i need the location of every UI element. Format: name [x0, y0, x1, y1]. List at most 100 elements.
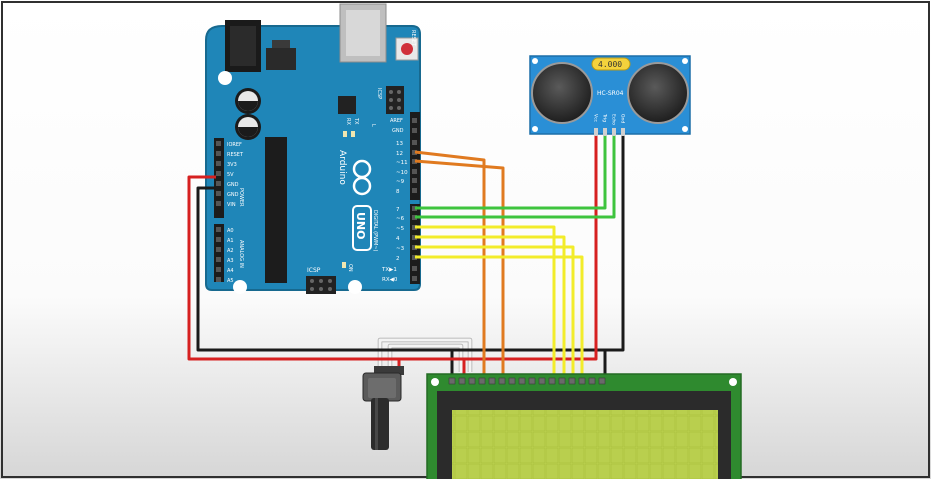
digital-pin-label: 12 [396, 151, 403, 157]
analog-pin-label: A4 [227, 268, 234, 274]
sensor-pin [594, 128, 598, 136]
digital-pin [412, 245, 417, 250]
analog-section-label: ANALOG IN [238, 240, 244, 268]
power-section-label: POWER [238, 188, 244, 207]
sensor-wire-stubs [594, 136, 625, 160]
sensor-pin [612, 128, 616, 136]
digital-pin [412, 140, 417, 145]
digital-pin-label: 13 [396, 141, 403, 147]
analog-pin [216, 257, 221, 262]
lcd-header-pin [498, 377, 506, 385]
transducer-left [531, 62, 593, 124]
digital-pin [412, 169, 417, 174]
digital-pin [412, 128, 417, 133]
analog-pin [216, 277, 221, 282]
reset-label: RESET [410, 30, 416, 47]
lcd-header-pin [478, 377, 486, 385]
digital-pin-label: ~10 [396, 170, 408, 176]
board-outline [205, 25, 421, 291]
tx-label: TX [353, 117, 359, 125]
power-pin-label: 5V [227, 172, 234, 178]
digital-pin [412, 266, 417, 271]
icsp-header-bottom: ICSP [306, 267, 336, 294]
power-pin [216, 201, 221, 206]
analog-pin [216, 267, 221, 272]
lcd-header-pin [528, 377, 536, 385]
icsp-label-top: ICSP [376, 88, 382, 99]
usb-chip [338, 96, 356, 114]
crystal [591, 57, 631, 71]
digital-pin [412, 178, 417, 183]
digital-pin [412, 255, 417, 260]
potentiometer [362, 366, 404, 450]
digital-section-label: DIGITAL (PWM~) [372, 210, 378, 252]
digital-pin-label: ~9 [396, 179, 405, 185]
rx-label: RX [345, 118, 351, 125]
power-pin [216, 191, 221, 196]
power-pin [216, 161, 221, 166]
aref-label: AREF [390, 118, 403, 124]
lcd-header-pin [508, 377, 516, 385]
analog-pin-label: A5 [227, 278, 234, 284]
digital-pin [412, 188, 417, 193]
lcd-header-pin [588, 377, 596, 385]
sensor-pin-label: Vcc [593, 114, 599, 123]
wire-green [415, 158, 616, 219]
lcd-16x2 [426, 373, 742, 479]
icsp-label-bottom: ICSP [307, 267, 321, 274]
uno-badge [352, 205, 372, 251]
sensor-pin-label: Gnd [620, 114, 626, 123]
digital-pin-label: ~5 [396, 226, 405, 232]
digital-pin [412, 118, 417, 123]
sensor-pin-label: Echo [611, 114, 617, 125]
sensor-pin-label: Trig [602, 113, 608, 122]
analog-pin-label: A1 [227, 238, 234, 244]
analog-pin-label: A0 [227, 228, 234, 234]
power-pin [216, 141, 221, 146]
power-pin-label: RESET [227, 152, 244, 158]
power-pin [216, 181, 221, 186]
power-pin-label: VIN [227, 202, 236, 208]
lcd-header-pin [558, 377, 566, 385]
mounting-hole [348, 280, 362, 294]
lcd-header-pin [458, 377, 466, 385]
tx-pin-label: TX▶1 [381, 267, 397, 273]
digital-pin [412, 276, 417, 281]
power-pin [216, 171, 221, 176]
model-label: UNO [354, 212, 367, 240]
sensor-pin [621, 128, 625, 136]
gnd-label: GND [392, 128, 404, 134]
lcd-header-pin [468, 377, 476, 385]
lcd-header-pin [568, 377, 576, 385]
power-pin-label: GND [227, 192, 239, 198]
transducer-right [627, 62, 689, 124]
arduino-uno-board: RESET ICSP TX RX L [205, 3, 421, 294]
digital-pin-label: 2 [396, 256, 400, 262]
analog-pin [216, 247, 221, 252]
digital-pin-label: 4 [396, 236, 400, 242]
rx-pin-label: RX◀0 [382, 277, 398, 283]
brand-label: Arduino [337, 150, 347, 185]
lcd-header-pin [598, 377, 606, 385]
analog-pin [216, 227, 221, 232]
power-pin-label: GND [227, 182, 239, 188]
lcd-header-pin [578, 377, 586, 385]
analog-pin [216, 237, 221, 242]
power-pin [216, 151, 221, 156]
sensor-model-label: HC-SR04 [597, 90, 624, 97]
lcd-header-pin [518, 377, 526, 385]
lcd-header-pin [488, 377, 496, 385]
crystal-label: 4.000 [598, 60, 622, 69]
digital-pin-label: 8 [396, 189, 400, 195]
digital-pin-label: 7 [396, 207, 400, 213]
capacitors [235, 88, 261, 140]
lcd-header-pin [548, 377, 556, 385]
on-label: ON [347, 264, 353, 272]
icsp-header-top: ICSP [376, 86, 404, 114]
digital-pin [412, 215, 417, 220]
